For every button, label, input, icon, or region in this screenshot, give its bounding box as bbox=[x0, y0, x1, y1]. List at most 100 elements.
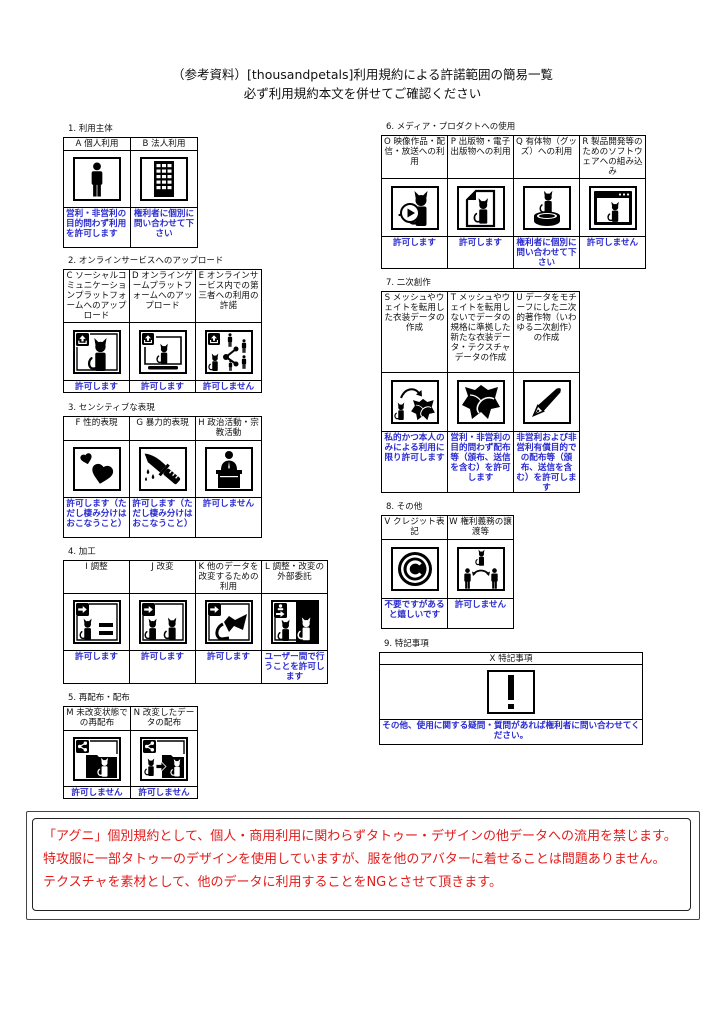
section-label: 6. メディア・プロダクトへの使用 bbox=[386, 122, 516, 132]
item-x-header: X 特記事項 bbox=[380, 653, 642, 664]
item-q-status: 権利者に個別に問い合わせて下さい bbox=[514, 237, 579, 268]
item-n-status: 許可しません bbox=[131, 787, 197, 798]
notice-line-3: テクスチャを素材として、他のデータに利用することをNGとさせて頂きます。 bbox=[43, 875, 502, 890]
modify-other-data-icon bbox=[204, 600, 253, 644]
building-icon bbox=[140, 157, 188, 201]
item-h-status: 許可しません bbox=[196, 498, 261, 537]
section-special-notes: 9. 特記事項 X 特記事項 その他、使用に関する疑問・質問があれば権利者に問い… bbox=[379, 639, 643, 745]
item-b-status: 権利者に個別に問い合わせて下さい bbox=[131, 208, 197, 247]
item-a-status: 営利・非営利の目的問わず利用を許可します bbox=[64, 208, 130, 247]
person-icon bbox=[73, 157, 121, 201]
item-s-status: 私的かつ本人のみによる利用に限り許可します bbox=[382, 432, 447, 492]
item-d-header: D オンラインゲームプラットフォームへのアップロード bbox=[130, 270, 195, 322]
item-p-header: P 出版物・電子出版物への利用 bbox=[448, 136, 513, 178]
item-s-header: S メッシュやウェイトを転用した衣装データの作成 bbox=[382, 292, 447, 372]
item-u-status: 非営利および非営利有償目的での配布等（頒布、送信を含む）を許可します bbox=[514, 432, 579, 492]
item-g-header: G 暴力的表現 bbox=[130, 417, 195, 440]
document-cat-icon bbox=[456, 185, 505, 230]
item-w-status: 許可しません bbox=[448, 599, 513, 628]
item-w-header: W 権利義務の譲渡等 bbox=[448, 516, 513, 539]
item-i-status: 許可します bbox=[64, 651, 129, 683]
item-l-header: L 調整・改変の外部委託 bbox=[262, 561, 327, 593]
share-folder-cat-icon bbox=[73, 736, 121, 781]
item-j-header: J 改変 bbox=[130, 561, 195, 593]
permission-table: F 性的表現 G 暴力的表現 H 政治活動・宗教活動 bbox=[63, 416, 262, 538]
section-other: 8. その他 V クレジット表記 W 権利義務の譲渡等 不要ですがあると嬉しいで… bbox=[381, 502, 514, 629]
section-label: 2. オンラインサービスへのアップロード bbox=[68, 256, 224, 266]
item-k-header: K 他のデータを改変するための利用 bbox=[196, 561, 261, 593]
section-media-products: 6. メディア・プロダクトへの使用 O 映像作品・配信・放送への利用 P 出版物… bbox=[381, 122, 646, 269]
item-r-status: 許可しません bbox=[580, 237, 645, 268]
notice-line-1: 「アグニ」個別規約として、個人・商用利用に関わらずタトゥー・デザインの他データへ… bbox=[43, 829, 677, 844]
video-play-cat-icon bbox=[390, 185, 439, 230]
section-label: 1. 利用主体 bbox=[68, 124, 113, 134]
podium-speaker-icon bbox=[204, 447, 253, 491]
item-o-status: 許可します bbox=[382, 237, 447, 268]
adjust-cat-equals-icon bbox=[72, 600, 121, 644]
exclamation-icon bbox=[487, 670, 535, 714]
item-x-status: その他、使用に関する疑問・質問があれば権利者に問い合わせてください。 bbox=[380, 720, 642, 744]
share-modified-folder-icon bbox=[140, 736, 188, 781]
section-label: 3. センシティブな表現 bbox=[68, 403, 155, 413]
individual-terms-notice: 「アグニ」個別規約として、個人・商用利用に関わらずタトゥー・デザインの他データへ… bbox=[32, 818, 691, 911]
section-online-upload: 2. オンラインサービスへのアップロード C ソーシャルコミュニケーションプラッ… bbox=[63, 256, 262, 393]
item-l-status: ユーザー間で行うことを許可します bbox=[262, 651, 327, 683]
item-b-header: B 法人利用 bbox=[131, 138, 197, 150]
item-p-status: 許可します bbox=[448, 237, 513, 268]
notice-frame bbox=[26, 811, 700, 920]
item-c-status: 許可します bbox=[64, 381, 129, 392]
hearts-icon bbox=[72, 447, 121, 491]
document-title: （参考資料）[thousandpetals]利用規約による許諾範囲の簡易一覧 必… bbox=[0, 65, 725, 103]
section-redistribution: 5. 再配布・配布 M 未改変状態での再配布 N 改変したデータの配布 許可しま… bbox=[63, 693, 198, 799]
section-label: 4. 加工 bbox=[68, 547, 96, 557]
knife-icon bbox=[138, 447, 187, 491]
item-m-status: 許可しません bbox=[64, 787, 130, 798]
pen-nib-icon bbox=[522, 380, 571, 424]
item-u-header: U データをモチーフにした二次的著作物（いわゆる二次創作）の作成 bbox=[514, 292, 579, 372]
upload-cat-icon bbox=[72, 329, 121, 374]
item-a-header: A 個人利用 bbox=[64, 138, 130, 150]
software-window-cat-icon bbox=[588, 185, 637, 230]
item-h-header: H 政治活動・宗教活動 bbox=[196, 417, 261, 440]
item-n-header: N 改変したデータの配布 bbox=[131, 707, 197, 730]
item-i-header: I 調整 bbox=[64, 561, 129, 593]
clothes-icon bbox=[456, 380, 505, 424]
item-d-status: 許可します bbox=[130, 381, 195, 392]
permission-table: I 調整 J 改変 K 他のデータを改変するための利用 L 調整・改変の外部委託 bbox=[63, 560, 328, 684]
item-t-header: T メッシュやウェイトを転用しないでデータの規格に準拠した新たな衣装データ・テク… bbox=[448, 292, 513, 372]
item-m-header: M 未改変状態での再配布 bbox=[64, 707, 130, 730]
item-f-status: 許可します（ただし棲み分けはおこなうこと） bbox=[64, 498, 129, 537]
permission-table: X 特記事項 その他、使用に関する疑問・質問があれば権利者に問い合わせてください… bbox=[379, 652, 643, 745]
figure-cat-icon bbox=[522, 185, 571, 230]
item-r-header: R 製品開発等のためのソフトウェアへの組み込み bbox=[580, 136, 645, 178]
item-t-status: 営利・非営利の目的問わず配布等（頒布、送信を含む）を許可します bbox=[448, 432, 513, 492]
item-v-header: V クレジット表記 bbox=[382, 516, 447, 539]
cat-to-clothes-icon bbox=[390, 380, 439, 424]
permission-table: O 映像作品・配信・放送への利用 P 出版物・電子出版物への利用 Q 有体物（グ… bbox=[381, 135, 646, 269]
section-label: 7. 二次創作 bbox=[386, 278, 431, 288]
upload-share-people-icon bbox=[204, 329, 253, 374]
modify-two-cats-icon bbox=[138, 600, 187, 644]
item-q-header: Q 有体物（グッズ）への利用 bbox=[514, 136, 579, 178]
item-g-status: 許可します（ただし棲み分けはおこなうこと） bbox=[130, 498, 195, 537]
section-label: 9. 特記事項 bbox=[384, 639, 429, 649]
permission-table: V クレジット表記 W 権利義務の譲渡等 不要ですがあると嬉しいです 許可しませ… bbox=[381, 515, 514, 629]
notice-line-2: 特攻服に一部タトゥーのデザインを使用していますが、服を他のアバターに着せることは… bbox=[43, 852, 666, 867]
item-k-status: 許可します bbox=[196, 651, 261, 683]
permission-table: S メッシュやウェイトを転用した衣装データの作成 T メッシュやウェイトを転用し… bbox=[381, 291, 580, 493]
outsource-cats-icon bbox=[270, 600, 319, 644]
title-line-2: 必ず利用規約本文を併せてご確認ください bbox=[243, 86, 482, 101]
section-derivative-works: 7. 二次創作 S メッシュやウェイトを転用した衣装データの作成 T メッシュや… bbox=[381, 278, 580, 493]
section-label: 5. 再配布・配布 bbox=[68, 693, 130, 703]
section-processing: 4. 加工 I 調整 J 改変 K 他のデータを改変するための利用 L 調整・改… bbox=[63, 547, 328, 684]
permission-table: M 未改変状態での再配布 N 改変したデータの配布 許可しません 許可しません bbox=[63, 706, 198, 799]
item-c-header: C ソーシャルコミュニケーションプラットフォームへのアップロード bbox=[64, 270, 129, 322]
section-usage-subject: 1. 利用主体 A 個人利用 B 法人利用 営利・非営利の目的問わず利用を許可し… bbox=[63, 124, 198, 248]
item-o-header: O 映像作品・配信・放送への利用 bbox=[382, 136, 447, 178]
section-label: 8. その他 bbox=[386, 502, 423, 512]
copyright-icon bbox=[390, 547, 439, 591]
permission-table: A 個人利用 B 法人利用 営利・非営利の目的問わず利用を許可します 権利者に個… bbox=[63, 137, 198, 248]
item-v-status: 不要ですがあると嬉しいです bbox=[382, 599, 447, 628]
item-e-header: E オンラインサービス内での第三者への利用の許諾 bbox=[196, 270, 261, 322]
item-e-status: 許可しません bbox=[196, 381, 261, 392]
